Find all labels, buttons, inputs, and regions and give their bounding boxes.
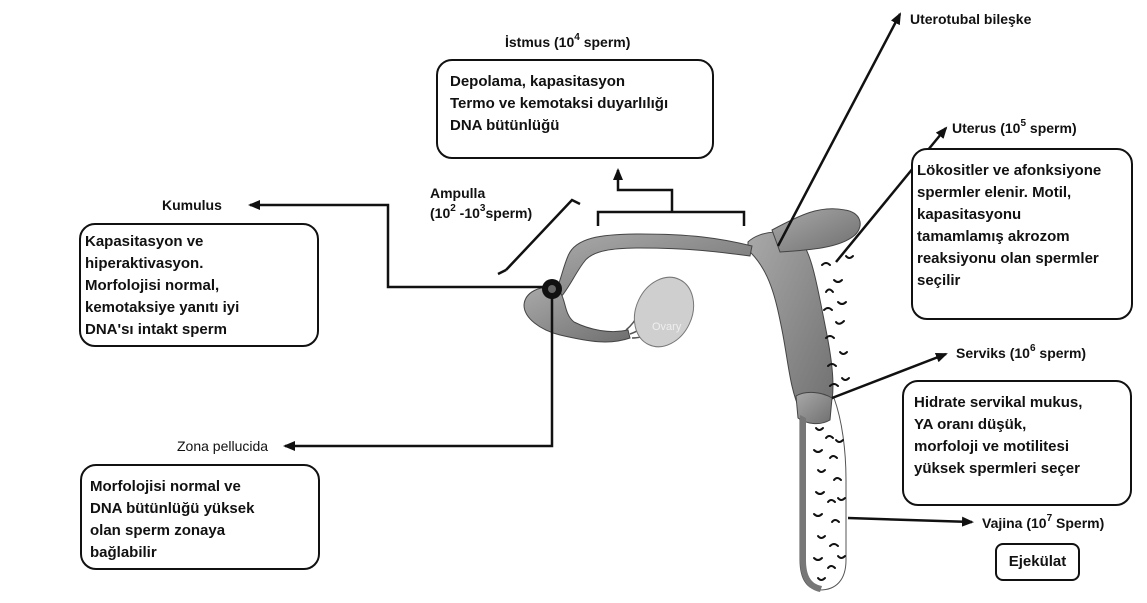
istmus-bracket [598, 212, 744, 226]
zona-description-box: Morfolojisi normal ve DNA bütünlüğü yüks… [80, 464, 320, 570]
box-line: reaksiyonu olan spermler [917, 248, 1127, 270]
ejekulat-label: Ejekülat [997, 551, 1078, 573]
uterus-description-box: Lökositler ve afonksiyone spermler eleni… [911, 148, 1133, 320]
istmus-label: İstmus (104 sperm) [505, 34, 630, 50]
reproductive-tract-illustration: Ovary [524, 209, 860, 592]
box-line: Lökositler ve afonksiyone [917, 160, 1127, 182]
box-line: Morfolojisi normal ve [90, 476, 310, 498]
istmus-description-box: Depolama, kapasitasyon Termo ve kemotaks… [436, 59, 714, 159]
vajina-arrow [848, 518, 972, 522]
box-line: olan sperm zonaya [90, 520, 310, 542]
uterotubal-label: Uterotubal bileşke [910, 11, 1031, 27]
box-line: DNA bütünlüğü [450, 115, 700, 137]
oocyte-nucleus [548, 285, 556, 293]
box-line: bağlabilir [90, 542, 310, 564]
box-line: Hidrate servikal mukus, [914, 392, 1120, 414]
box-line: hiperaktivasyon. [85, 253, 313, 275]
box-line: Kapasitasyon ve [85, 231, 313, 253]
box-line: YA oranı düşük, [914, 414, 1120, 436]
box-line: Morfolojisi normal, [85, 275, 313, 297]
ovary-shape [623, 268, 704, 357]
kumulus-description-box: Kapasitasyon ve hiperaktivasyon. Morfolo… [79, 223, 319, 347]
serviks-description-box: Hidrate servikal mukus, YA oranı düşük, … [902, 380, 1132, 506]
box-line: DNA'sı intakt sperm [85, 319, 313, 341]
ejekulat-box: Ejekülat [995, 543, 1080, 581]
box-line: seçilir [917, 270, 1127, 292]
box-line: tamamlamış akrozom [917, 226, 1127, 248]
box-line: yüksek spermleri seçer [914, 458, 1120, 480]
uterus-label: Uterus (105 sperm) [952, 120, 1077, 136]
box-line: DNA bütünlüğü yüksek [90, 498, 310, 520]
vajina-label: Vajina (107 Sperm) [982, 515, 1104, 531]
box-line: Depolama, kapasitasyon [450, 71, 700, 93]
uterus-shape [748, 232, 833, 421]
box-line: kemotaksiye yanıtı iyi [85, 297, 313, 319]
ampulla-shape [524, 287, 630, 342]
istmus-bracket-stem [618, 170, 672, 212]
box-line: spermler elenir. Motil, [917, 182, 1127, 204]
serviks-label: Serviks (106 sperm) [956, 345, 1086, 361]
zona-pellucida-label: Zona pellucida [177, 438, 268, 454]
zona-arrow-line [285, 296, 552, 446]
box-line: kapasitasyonu [917, 204, 1127, 226]
box-line: Termo ve kemotaksi duyarlılığı [450, 93, 700, 115]
box-line: morfoloji ve motilitesi [914, 436, 1120, 458]
ampulla-label: Ampulla (102 -103sperm) [430, 183, 532, 223]
ovary-label: Ovary [652, 321, 682, 333]
kumulus-label: Kumulus [162, 197, 222, 213]
